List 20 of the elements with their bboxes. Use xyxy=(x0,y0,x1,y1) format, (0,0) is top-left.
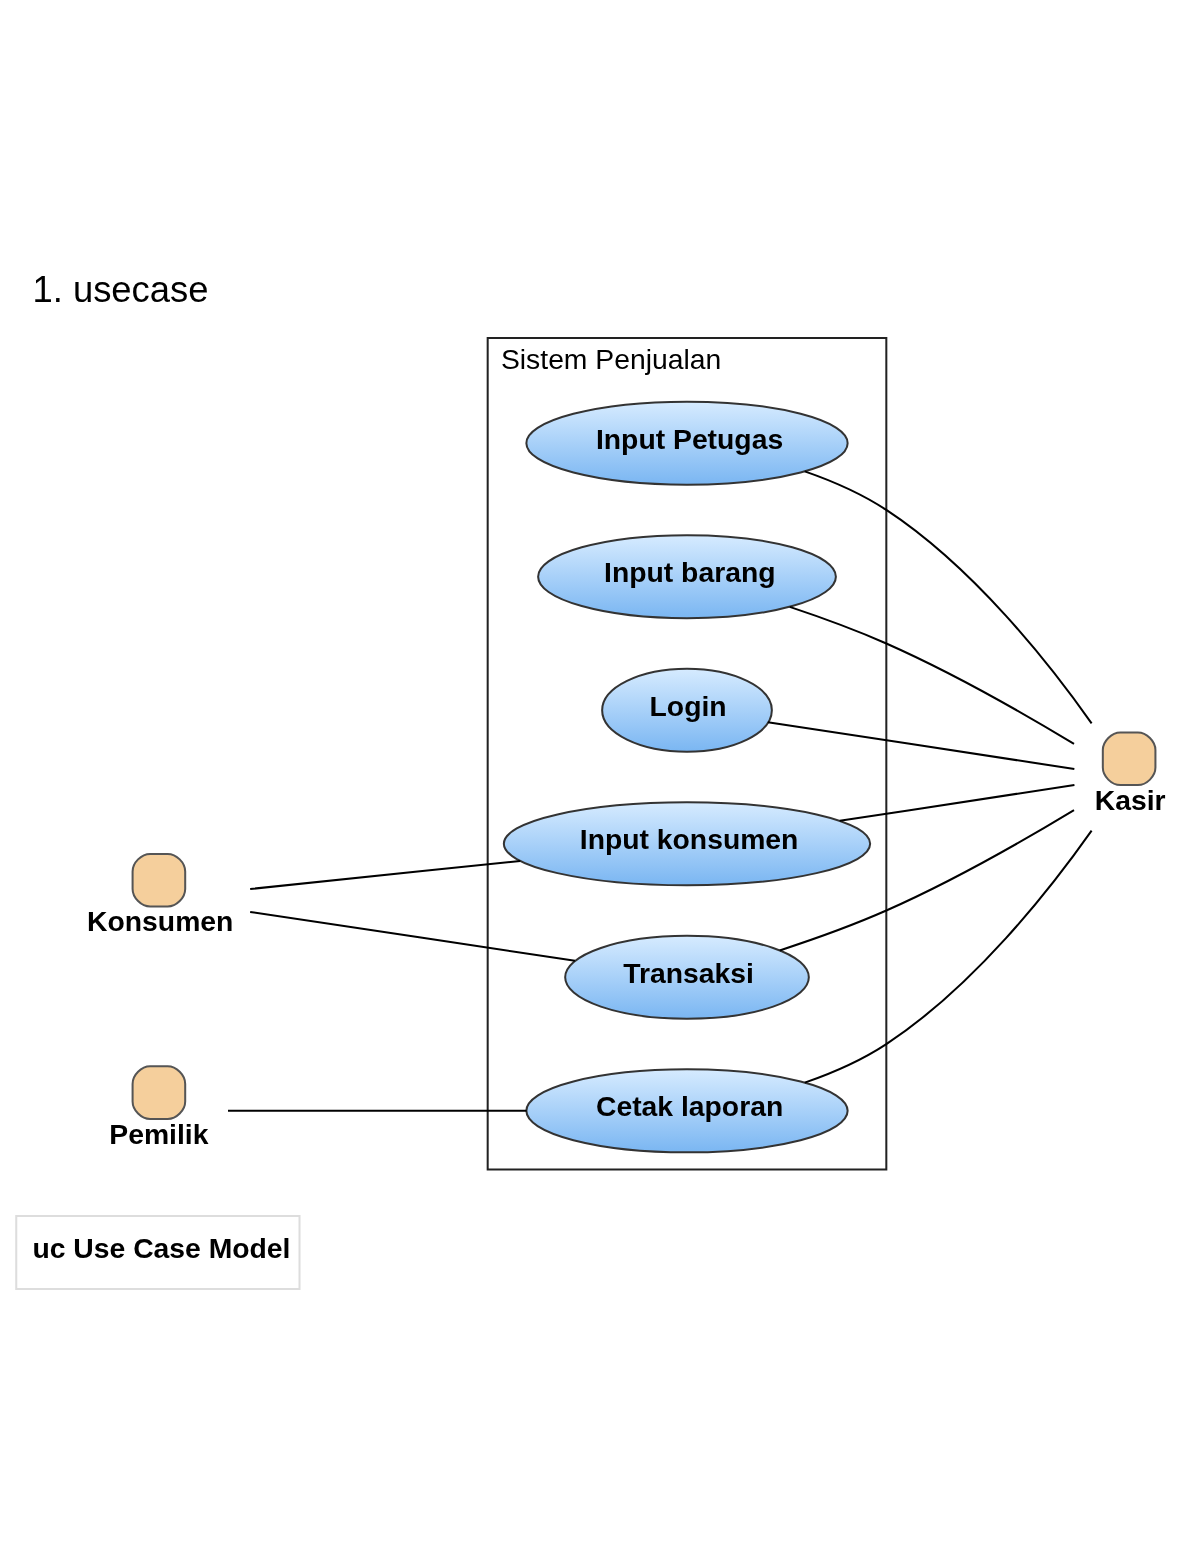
connector xyxy=(804,469,1093,724)
label: uc Use Case Model xyxy=(32,1231,291,1264)
connector xyxy=(250,910,576,962)
connector xyxy=(228,1109,527,1112)
node-label: Pemilik xyxy=(109,1117,209,1150)
node-ellipse: Input barang xyxy=(537,533,837,619)
node-label: Konsumen xyxy=(87,904,234,937)
node-ellipse: Input Petugas xyxy=(525,400,849,486)
node-label: Kasir xyxy=(1094,783,1166,816)
connector xyxy=(839,783,1075,822)
connector xyxy=(779,808,1075,951)
diagram-title: 1. usecase xyxy=(32,268,209,310)
connector xyxy=(767,720,1075,770)
node-ellipse: Cetak laporan xyxy=(525,1067,849,1153)
node-ellipse: Login xyxy=(601,667,773,753)
connector xyxy=(250,859,521,890)
connector xyxy=(804,829,1093,1084)
node-ellipse: Input konsumen xyxy=(502,800,872,886)
node-ellipse: Transaksi xyxy=(564,934,810,1020)
connector xyxy=(789,605,1075,745)
